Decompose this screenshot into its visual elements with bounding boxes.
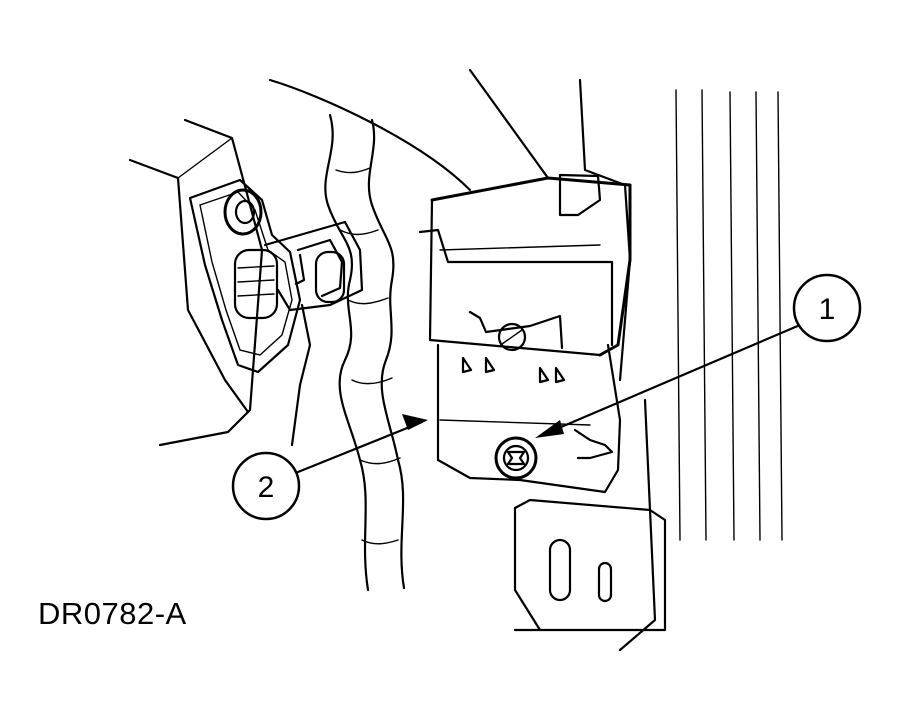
door-check-assembly xyxy=(418,173,632,494)
door-hinge xyxy=(188,178,364,447)
leader-2-arrowhead xyxy=(402,414,428,430)
callout-2: 2 xyxy=(231,451,301,521)
door-edge xyxy=(128,118,264,447)
callout-2-number: 2 xyxy=(258,471,275,504)
callout-1-circle xyxy=(792,273,862,343)
leader-1-arrowhead xyxy=(535,420,564,438)
leader-lines xyxy=(296,323,802,474)
leader-1-line xyxy=(538,323,802,438)
lower-bracket xyxy=(513,498,667,632)
callout-1-number: 1 xyxy=(819,293,836,326)
figure-id-label: DR0782-A xyxy=(38,596,187,631)
callout-2-circle xyxy=(231,451,301,521)
body-pillar xyxy=(268,68,783,652)
callout-1: 1 xyxy=(792,273,862,343)
torx-bolt xyxy=(494,436,538,480)
leader-2-line xyxy=(296,420,424,474)
wiring-harness xyxy=(324,113,406,592)
